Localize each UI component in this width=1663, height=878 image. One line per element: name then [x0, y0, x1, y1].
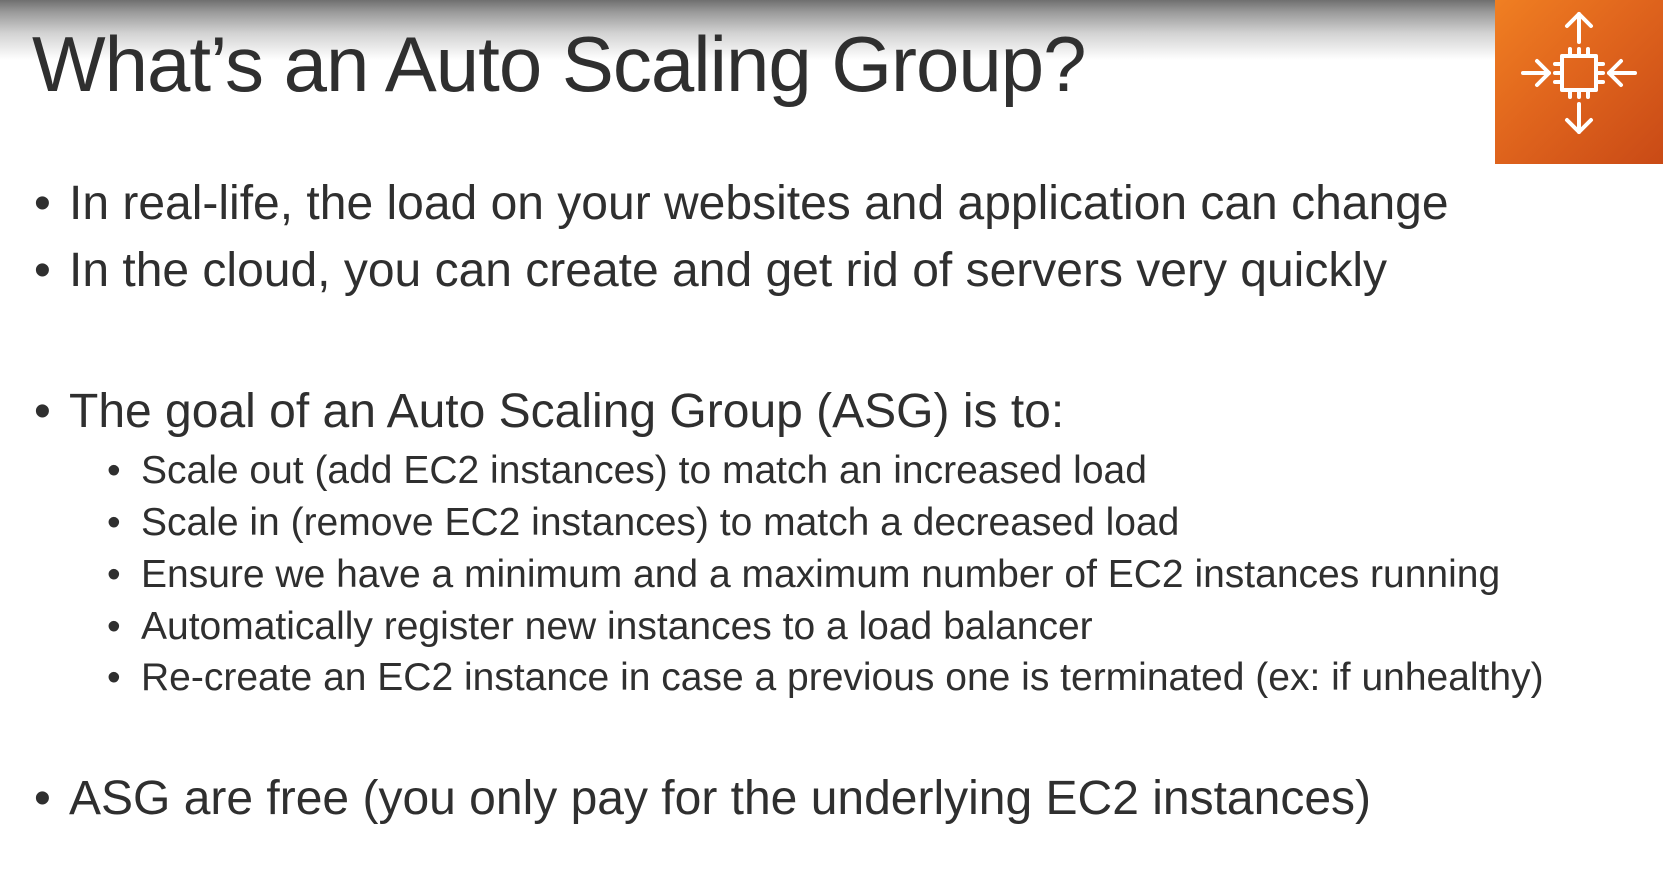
bullet-dot: •	[107, 553, 121, 596]
sub-bullet-item: • Automatically register new instances to…	[107, 605, 1093, 649]
bullet-text: In the cloud, you can create and get rid…	[69, 244, 1388, 297]
bullet-dot: •	[34, 244, 51, 297]
sub-bullet-text: Scale in (remove EC2 instances) to match…	[141, 501, 1180, 544]
bullet-dot: •	[107, 501, 121, 544]
sub-bullet-text: Re-create an EC2 instance in case a prev…	[141, 656, 1544, 699]
bullet-dot: •	[107, 605, 121, 648]
sub-bullet-item: • Scale out (add EC2 instances) to match …	[107, 449, 1147, 493]
bullet-dot: •	[107, 656, 121, 699]
bullet-dot: •	[107, 449, 121, 492]
sub-bullet-text: Automatically register new instances to …	[141, 605, 1093, 648]
sub-bullet-text: Ensure we have a minimum and a maximum n…	[141, 553, 1501, 596]
bullet-item: • In real-life, the load on your websites…	[34, 176, 1449, 231]
auto-scaling-logo	[1495, 0, 1663, 164]
sub-bullet-item: • Scale in (remove EC2 instances) to matc…	[107, 501, 1179, 545]
bullet-dot: •	[34, 385, 51, 438]
bullet-item: • In the cloud, you can create and get ri…	[34, 243, 1387, 298]
sub-bullet-text: Scale out (add EC2 instances) to match a…	[141, 449, 1147, 492]
bullet-text: The goal of an Auto Scaling Group (ASG) …	[69, 385, 1065, 438]
slide-top-gradient	[0, 0, 1663, 60]
bullet-item: • ASG are free (you only pay for the unde…	[34, 771, 1371, 826]
sub-bullet-item: • Ensure we have a minimum and a maximum …	[107, 553, 1500, 597]
slide-title: What’s an Auto Scaling Group?	[32, 20, 1087, 108]
bullet-dot: •	[34, 772, 51, 825]
bullet-item: • The goal of an Auto Scaling Group (ASG)…	[34, 384, 1064, 439]
bullet-text: In real-life, the load on your websites …	[69, 177, 1449, 230]
sub-bullet-item: • Re-create an EC2 instance in case a pre…	[107, 656, 1544, 700]
auto-scaling-icon	[1521, 12, 1637, 134]
bullet-dot: •	[34, 177, 51, 230]
bullet-text: ASG are free (you only pay for the under…	[69, 772, 1371, 825]
